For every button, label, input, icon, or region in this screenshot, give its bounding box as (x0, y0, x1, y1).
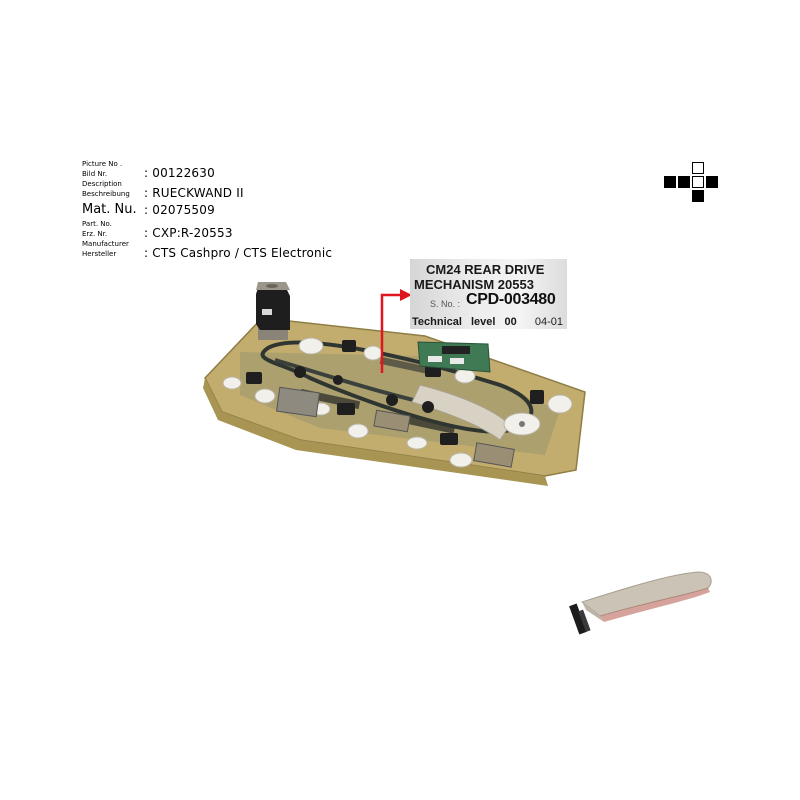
logo-square (692, 176, 704, 188)
picture-no-label-en: Picture No . (82, 160, 123, 168)
logo-square (678, 176, 690, 188)
mat-nu-row: Mat. Nu. : 02075509 (82, 200, 342, 220)
ribbon-cable-photo (569, 571, 712, 635)
logo-square (692, 190, 704, 202)
logo-square (706, 176, 718, 188)
description-row: Description Beschreibung : RUECKWAND II (82, 180, 342, 200)
label-tech-level: Technical level 00 (412, 316, 517, 328)
label-date: 04-01 (534, 316, 563, 328)
picture-no-row: Picture No . Bild Nr. : 00122630 (82, 160, 342, 180)
part-no-row: Part. No. Erz. Nr. : CXP:R-20553 (82, 220, 342, 240)
part-no-value: : CXP:R-20553 (144, 226, 233, 240)
logo-square (664, 176, 676, 188)
cross-squares-logo-icon (664, 162, 720, 208)
product-label-tag: CM24 REAR DRIVE MECHANISM 20553 S. No. :… (410, 259, 567, 329)
mat-nu-value: : 02075509 (144, 203, 215, 217)
picture-no-value: : 00122630 (144, 166, 215, 180)
label-line2: MECHANISM 20553 (414, 277, 534, 292)
description-value: : RUECKWAND II (144, 186, 244, 200)
manufacturer-row: Manufacturer Hersteller : CTS Cashpro / … (82, 240, 342, 260)
picture-no-label-de: Bild Nr. (82, 170, 108, 178)
manufacturer-label-en: Manufacturer (82, 240, 129, 248)
part-no-label-en: Part. No. (82, 220, 112, 228)
part-no-label-de: Erz. Nr. (82, 230, 108, 238)
manufacturer-value: : CTS Cashpro / CTS Electronic (144, 246, 333, 260)
mat-nu-label: Mat. Nu. (82, 202, 137, 217)
part-info-block: Picture No . Bild Nr. : 00122630 Descrip… (82, 160, 342, 260)
label-line1: CM24 REAR DRIVE (426, 262, 545, 277)
label-serial: CPD-003480 (466, 291, 556, 308)
label-sno: S. No. : (430, 299, 461, 309)
description-label-en: Description (82, 180, 122, 188)
manufacturer-label-de: Hersteller (82, 250, 117, 258)
description-label-de: Beschreibung (82, 190, 130, 198)
logo-square (692, 162, 704, 174)
